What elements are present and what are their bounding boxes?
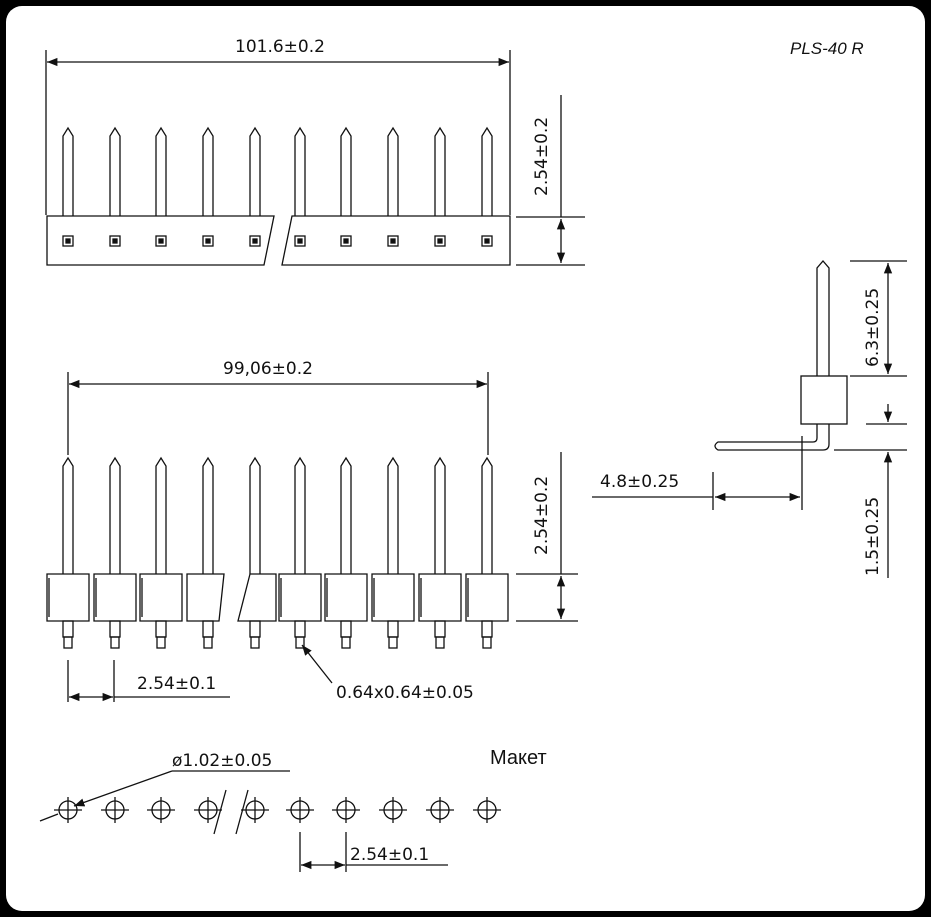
- side-pin-length-dim: 6.3±0.25: [863, 288, 883, 367]
- front-housing-segment: [93, 573, 137, 622]
- top-pin-square: [249, 235, 261, 247]
- top-pin: [387, 126, 399, 216]
- front-housing-segment: [237, 573, 277, 622]
- top-pin-square-inner: [112, 238, 118, 244]
- drawing-sheet: PLS-40 R 101.6±0.2 2.54±0.2 99,06±0.2 2.…: [6, 6, 925, 911]
- front-pin-tail: [202, 620, 214, 638]
- top-length-dim: 101.6±0.2: [235, 37, 325, 57]
- top-pin-square-inner: [437, 238, 443, 244]
- top-view: [45, 50, 585, 266]
- top-pin-square: [202, 235, 214, 247]
- front-housing-segment: [324, 573, 368, 622]
- front-pin-tail: [155, 620, 167, 638]
- top-pin-square: [62, 235, 74, 247]
- front-pin-tail: [249, 620, 261, 638]
- part-number: PLS-40 R: [790, 39, 864, 58]
- top-pin: [202, 126, 214, 216]
- front-pin-tip: [203, 636, 213, 649]
- front-pin: [434, 456, 446, 574]
- top-pin-square-inner: [343, 238, 349, 244]
- hole-diameter-dim: ø1.02±0.05: [172, 751, 272, 771]
- front-pin: [387, 456, 399, 574]
- front-pin-tip: [435, 636, 445, 649]
- top-pin-square: [481, 235, 493, 247]
- top-pin-square-inner: [390, 238, 396, 244]
- front-housing-segment: [46, 573, 90, 622]
- top-pin-square: [340, 235, 352, 247]
- top-pin-square: [294, 235, 306, 247]
- top-pin-square: [434, 235, 446, 247]
- front-pin: [481, 456, 493, 574]
- front-housing-segment: [371, 573, 415, 622]
- top-pin: [481, 126, 493, 216]
- top-pin: [294, 126, 306, 216]
- break-line: [213, 789, 227, 835]
- front-length-dim: 99,06±0.2: [223, 359, 313, 379]
- front-housing-segment: [418, 573, 462, 622]
- front-pin: [340, 456, 352, 574]
- top-pin: [340, 126, 352, 216]
- front-pin: [155, 456, 167, 574]
- front-pin-tip: [341, 636, 351, 649]
- front-pin-tail: [109, 620, 121, 638]
- front-pin: [202, 456, 214, 574]
- side-housing: [800, 375, 848, 425]
- top-pin: [62, 126, 74, 216]
- front-pin: [249, 456, 261, 574]
- front-pin-tip: [295, 636, 305, 649]
- front-pin-tail: [294, 620, 306, 638]
- front-pin-tip: [482, 636, 492, 649]
- top-pin-square-inner: [205, 238, 211, 244]
- front-pin-tip: [63, 636, 73, 649]
- break-line: [235, 789, 249, 835]
- top-pin: [155, 126, 167, 216]
- top-pin-square: [109, 235, 121, 247]
- front-pin: [294, 456, 306, 574]
- front-pin-tail: [387, 620, 399, 638]
- pitch-layout-dim: 2.54±0.1: [350, 845, 429, 865]
- top-pin: [434, 126, 446, 216]
- top-pin-square: [387, 235, 399, 247]
- top-pin-square-inner: [297, 238, 303, 244]
- top-pin-square-inner: [65, 238, 71, 244]
- front-pin: [62, 456, 74, 574]
- top-pin-square-inner: [484, 238, 490, 244]
- side-view: [592, 260, 907, 578]
- front-housing-segment: [465, 573, 509, 622]
- top-pin: [249, 126, 261, 216]
- front-housing-segment: [139, 573, 183, 622]
- top-housing-right: [281, 215, 511, 266]
- front-pin-tip: [388, 636, 398, 649]
- top-pin: [109, 126, 121, 216]
- pin-section-dim: 0.64x0.64±0.05: [336, 683, 474, 703]
- top-pin-square-inner: [252, 238, 258, 244]
- front-pin-tail: [481, 620, 493, 638]
- top-pin-square-inner: [158, 238, 164, 244]
- pitch-front-dim: 2.54±0.1: [137, 674, 216, 694]
- side-bottom-dim: 1.5±0.25: [863, 497, 883, 576]
- side-offset-dim: 4.8±0.25: [600, 472, 679, 492]
- front-pin-tip: [110, 636, 120, 649]
- front-pin-tail: [340, 620, 352, 638]
- front-pin-tip: [250, 636, 260, 649]
- front-pin-tip: [156, 636, 166, 649]
- front-pin-tail: [62, 620, 74, 638]
- layout-label: Макет: [490, 747, 547, 769]
- front-pin-tail: [434, 620, 446, 638]
- technical-drawing: PLS-40 R 101.6±0.2 2.54±0.2 99,06±0.2 2.…: [39, 37, 907, 872]
- front-housing-segment: [278, 573, 322, 622]
- top-housing-left: [46, 215, 275, 266]
- top-pin-square: [155, 235, 167, 247]
- front-view: [46, 372, 578, 702]
- front-pin: [109, 456, 121, 574]
- front-height-dim: 2.54±0.2: [532, 476, 552, 555]
- top-height-dim: 2.54±0.2: [532, 117, 552, 196]
- front-housing-segment: [186, 573, 225, 622]
- pcb-layout: [39, 770, 501, 872]
